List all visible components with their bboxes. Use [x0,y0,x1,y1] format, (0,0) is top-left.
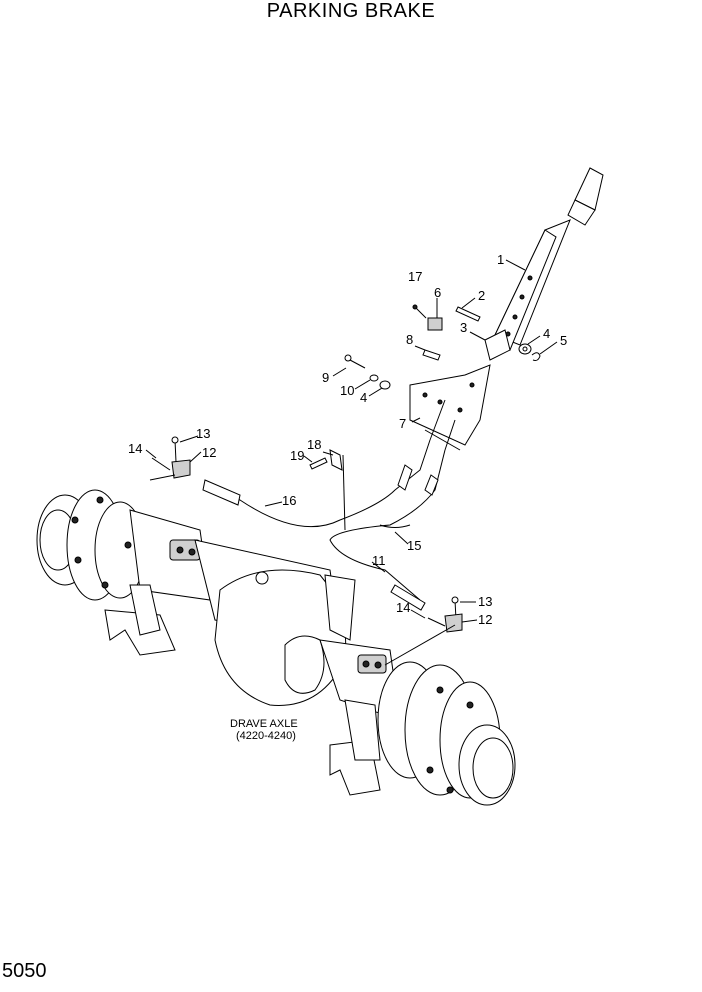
callout-13: 13 [196,426,210,441]
callout-14-lower: 14 [396,600,410,615]
page-number: 5050 [2,960,47,982]
brake-cables [202,399,456,611]
leader-lines [145,259,558,666]
drive-axle [36,489,516,806]
callout-17: 17 [408,269,422,284]
page-title: PARKING BRAKE [266,0,436,22]
callout-8: 8 [406,332,413,347]
callout-3: 3 [460,320,467,335]
callout-12-lower: 12 [478,612,492,627]
axle-note: DRAVE AXLE (4220-4240) [230,718,298,742]
callout-14: 14 [128,441,142,456]
callout-5: 5 [560,333,567,348]
callout-13-lower: 13 [478,594,492,609]
callout-19: 19 [290,448,304,463]
callout-12: 12 [202,445,216,460]
callout-15: 15 [407,538,421,553]
callout-7: 7 [399,416,406,431]
callout-18: 18 [307,437,321,452]
callout-16: 16 [282,493,296,508]
callout-2: 2 [478,288,485,303]
callout-4-lower: 4 [360,390,367,405]
callout-10: 10 [340,383,354,398]
axle-note-line2: (4220-4240) [236,730,296,742]
callout-labels: 1 2 3 4 5 6 17 8 9 10 4 7 13 14 12 18 19… [128,252,567,627]
callout-6: 6 [434,285,441,300]
callout-11: 11 [372,553,386,568]
axle-note-line1: DRAVE AXLE [230,718,298,730]
callout-4: 4 [543,326,550,341]
callout-9: 9 [322,370,329,385]
mounting-bracket [409,364,491,451]
callout-1: 1 [497,252,504,267]
parking-brake-lever [484,167,604,361]
small-parts [151,304,541,633]
